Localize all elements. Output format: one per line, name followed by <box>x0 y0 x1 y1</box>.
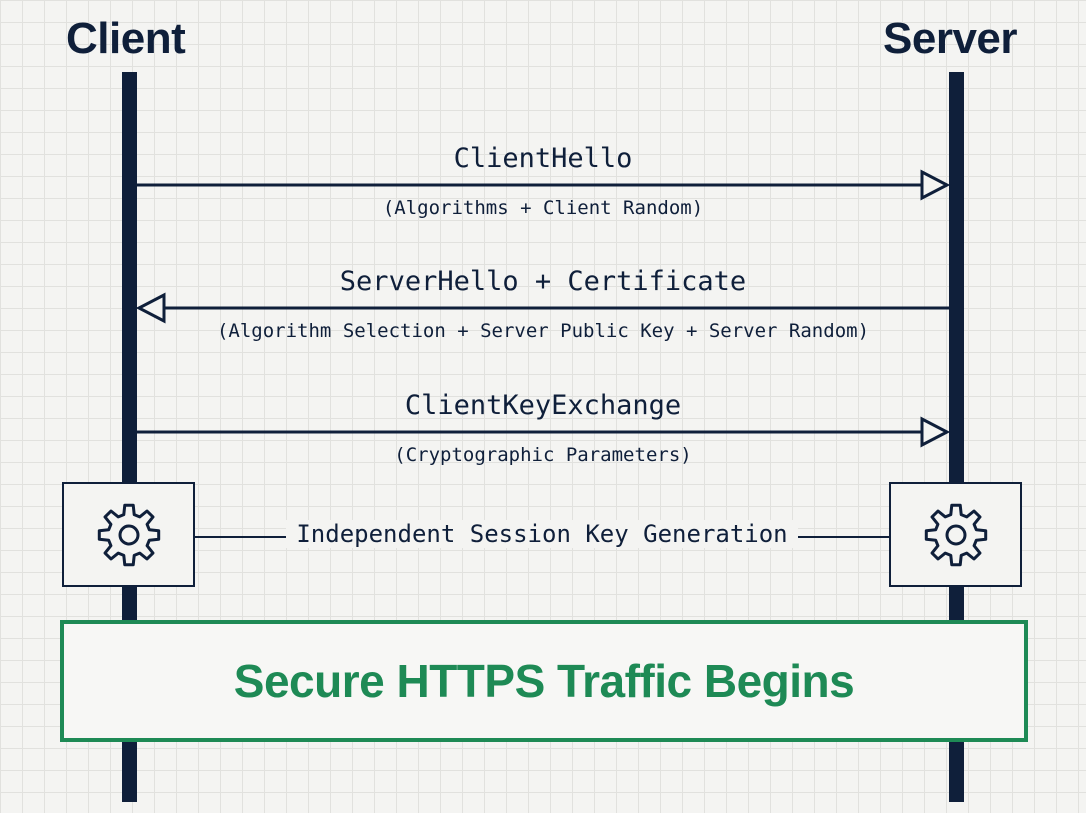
client-key-exchange-title: ClientKeyExchange <box>404 390 682 421</box>
client-key-generation-box <box>62 482 195 587</box>
server-hello-subtitle: (Algorithm Selection + Server Public Key… <box>216 320 870 342</box>
client-hello-subtitle: (Algorithms + Client Random) <box>382 197 704 219</box>
client-key-exchange-subtitle: (Cryptographic Parameters) <box>394 444 692 466</box>
client-hello-title: ClientHello <box>453 143 633 174</box>
server-lifeline <box>949 72 964 802</box>
server-hello-arrowhead <box>135 292 166 324</box>
secure-traffic-text: Secure HTTPS Traffic Begins <box>233 655 855 707</box>
client-lifeline <box>122 72 137 802</box>
key-generation-text: Independent Session Key Generation <box>286 520 798 548</box>
gear-icon <box>97 503 160 566</box>
client-key-exchange-arrowhead <box>920 416 951 448</box>
secure-traffic-banner: Secure HTTPS Traffic Begins <box>60 620 1028 742</box>
client-actor-label: Client <box>66 14 186 63</box>
server-hello-title: ServerHello + Certificate <box>339 266 747 297</box>
server-key-generation-box <box>889 482 1022 587</box>
key-generation-label: Independent Session Key Generation <box>195 520 889 548</box>
server-actor-label: Server <box>883 14 1018 63</box>
client-hello-arrowhead <box>920 169 951 201</box>
gear-icon <box>924 503 987 566</box>
